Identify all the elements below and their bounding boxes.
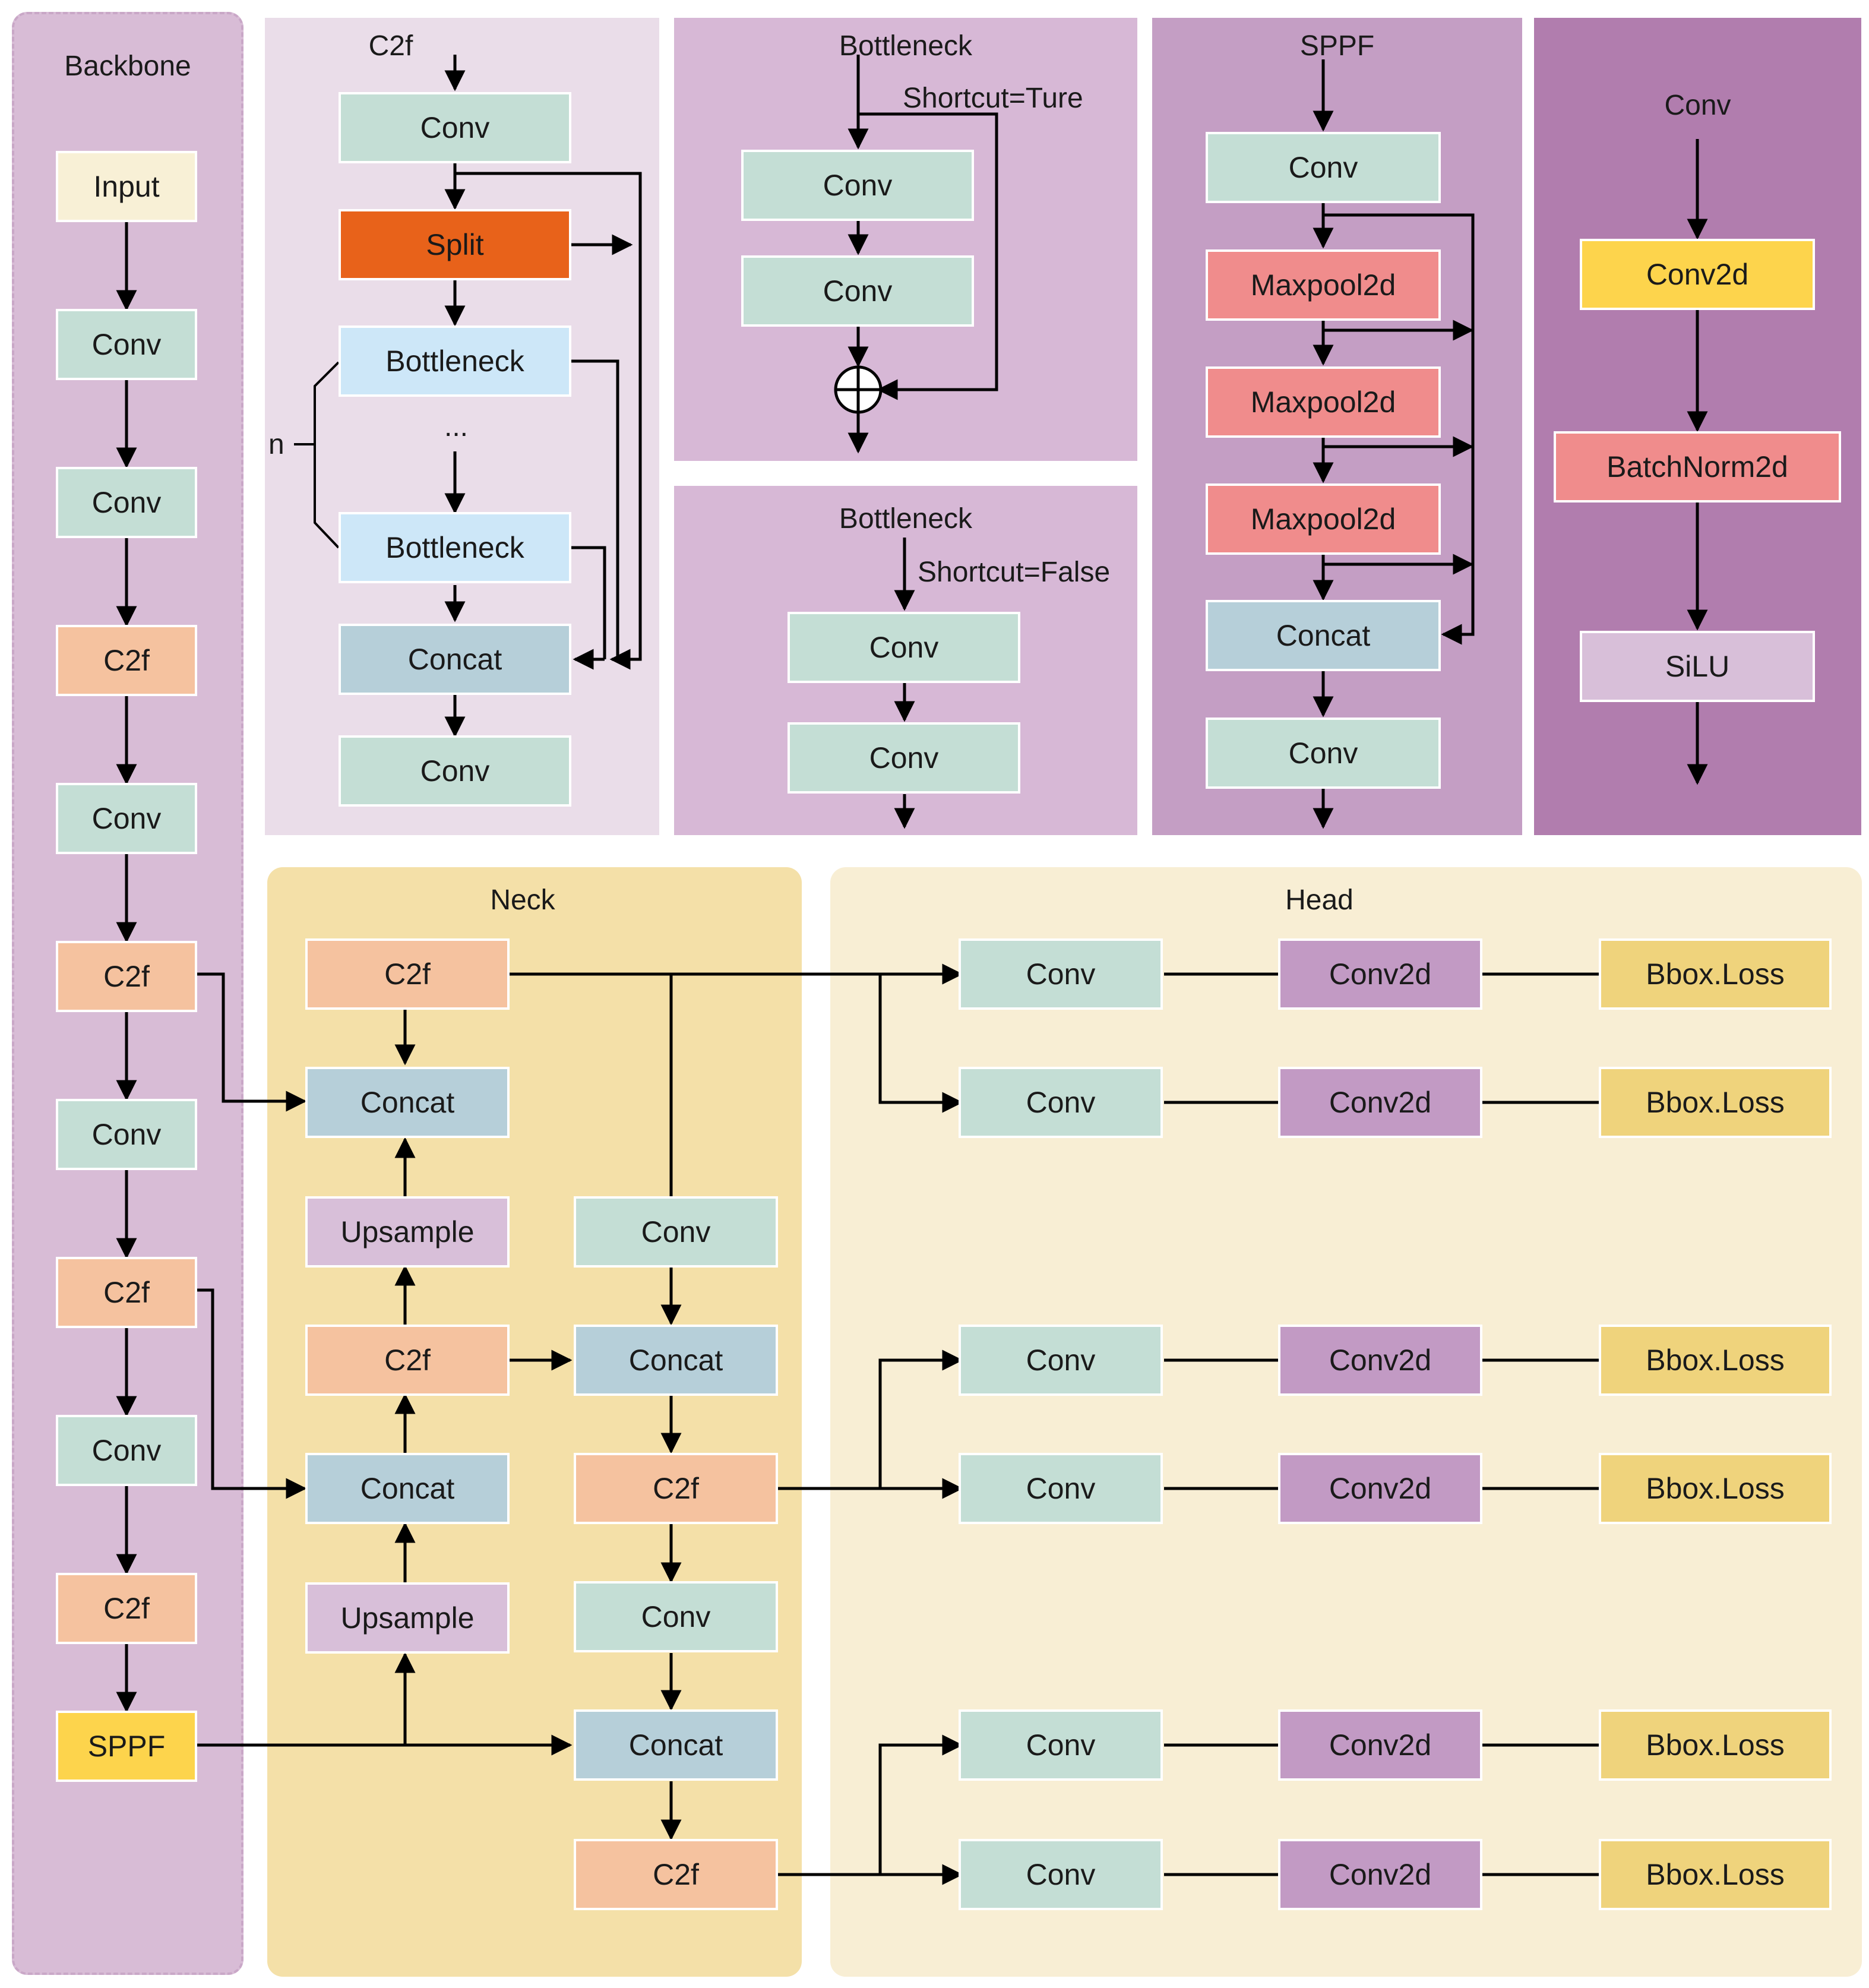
backbone-conv-3: Conv bbox=[56, 783, 197, 854]
bottleneck-true-shortcut: Shortcut=Ture bbox=[903, 83, 1083, 114]
head-row-3-bbox-loss: Bbox.Loss bbox=[1599, 1325, 1832, 1396]
head-row-1-bbox-loss: Bbox.Loss bbox=[1599, 938, 1832, 1010]
c2f-n-label: n bbox=[268, 429, 284, 460]
sppf-maxpool-1: Maxpool2d bbox=[1206, 249, 1441, 321]
c2f-detail-title: C2f bbox=[368, 30, 413, 62]
head-row-2-conv2d: Conv2d bbox=[1278, 1067, 1482, 1138]
sppf-conv-in: Conv bbox=[1206, 132, 1441, 203]
head-row-6-bbox-loss: Bbox.Loss bbox=[1599, 1839, 1832, 1910]
neck-c2f-mid: C2f bbox=[305, 1325, 510, 1396]
c2f-concat: Concat bbox=[339, 624, 571, 695]
backbone-conv-1: Conv bbox=[56, 309, 197, 380]
conv-detail-conv2d: Conv2d bbox=[1580, 239, 1815, 310]
sppf-concat: Concat bbox=[1206, 600, 1441, 671]
head-row-2-bbox-loss: Bbox.Loss bbox=[1599, 1067, 1832, 1138]
head-row-4-conv: Conv bbox=[959, 1453, 1163, 1524]
c2f-conv-in: Conv bbox=[339, 92, 571, 163]
neck-conv-1: Conv bbox=[574, 1196, 778, 1268]
conv-detail-title: Conv bbox=[1664, 90, 1731, 121]
head-row-3-conv2d: Conv2d bbox=[1278, 1325, 1482, 1396]
neck-panel: Neck bbox=[267, 867, 802, 1977]
backbone-c2f-3: C2f bbox=[56, 1257, 197, 1328]
sppf-maxpool-3: Maxpool2d bbox=[1206, 483, 1441, 555]
head-row-6-conv2d: Conv2d bbox=[1278, 1839, 1482, 1910]
neck-title: Neck bbox=[490, 884, 555, 916]
backbone-title: Backbone bbox=[64, 50, 191, 82]
backbone-conv-4: Conv bbox=[56, 1099, 197, 1170]
bottleneck-false-conv-1: Conv bbox=[788, 612, 1020, 683]
neck-c2f-3: C2f bbox=[574, 1839, 778, 1910]
sppf-maxpool-2: Maxpool2d bbox=[1206, 366, 1441, 438]
neck-upsample-1: Upsample bbox=[305, 1196, 510, 1268]
neck-concat-1: Concat bbox=[305, 1067, 510, 1138]
head-row-2-conv: Conv bbox=[959, 1067, 1163, 1138]
c2f-conv-out: Conv bbox=[339, 735, 571, 807]
head-panel: Head bbox=[830, 867, 1862, 1977]
bottleneck-true-panel: Bottleneck bbox=[674, 18, 1137, 461]
head-row-1-conv: Conv bbox=[959, 938, 1163, 1010]
neck-concat-4: Concat bbox=[574, 1709, 778, 1781]
backbone-c2f-1: C2f bbox=[56, 625, 197, 696]
neck-c2f-top: C2f bbox=[305, 938, 510, 1010]
backbone-input: Input bbox=[56, 151, 197, 222]
backbone-conv-5: Conv bbox=[56, 1415, 197, 1486]
backbone-c2f-2: C2f bbox=[56, 941, 197, 1012]
head-title: Head bbox=[1285, 884, 1353, 916]
bottleneck-true-title: Bottleneck bbox=[839, 30, 973, 62]
c2f-split: Split bbox=[339, 209, 571, 280]
c2f-bottleneck-n: Bottleneck bbox=[339, 512, 571, 583]
bottleneck-false-title: Bottleneck bbox=[839, 503, 973, 535]
backbone-sppf: SPPF bbox=[56, 1711, 197, 1782]
neck-conv-2: Conv bbox=[574, 1581, 778, 1652]
bottleneck-false-conv-2: Conv bbox=[788, 722, 1020, 794]
head-row-5-bbox-loss: Bbox.Loss bbox=[1599, 1709, 1832, 1781]
neck-concat-2: Concat bbox=[305, 1453, 510, 1524]
bottleneck-true-conv-1: Conv bbox=[741, 150, 974, 221]
c2f-bottleneck-1: Bottleneck bbox=[339, 325, 571, 397]
neck-concat-3: Concat bbox=[574, 1325, 778, 1396]
conv-detail-batchnorm2d: BatchNorm2d bbox=[1554, 431, 1841, 502]
head-row-4-conv2d: Conv2d bbox=[1278, 1453, 1482, 1524]
backbone-c2f-4: C2f bbox=[56, 1573, 197, 1644]
head-row-5-conv: Conv bbox=[959, 1709, 1163, 1781]
sppf-detail-title: SPPF bbox=[1299, 30, 1375, 62]
neck-c2f-2: C2f bbox=[574, 1453, 778, 1524]
backbone-conv-2: Conv bbox=[56, 467, 197, 538]
head-row-1-conv2d: Conv2d bbox=[1278, 938, 1482, 1010]
head-row-4-bbox-loss: Bbox.Loss bbox=[1599, 1453, 1832, 1524]
c2f-ellipsis: ... bbox=[444, 411, 469, 443]
bottleneck-false-shortcut: Shortcut=False bbox=[918, 557, 1111, 588]
neck-upsample-2: Upsample bbox=[305, 1582, 510, 1654]
sppf-conv-out: Conv bbox=[1206, 718, 1441, 789]
head-row-6-conv: Conv bbox=[959, 1839, 1163, 1910]
bottleneck-true-conv-2: Conv bbox=[741, 255, 974, 327]
head-row-3-conv: Conv bbox=[959, 1325, 1163, 1396]
conv-detail-silu: SiLU bbox=[1580, 631, 1815, 702]
head-row-5-conv2d: Conv2d bbox=[1278, 1709, 1482, 1781]
